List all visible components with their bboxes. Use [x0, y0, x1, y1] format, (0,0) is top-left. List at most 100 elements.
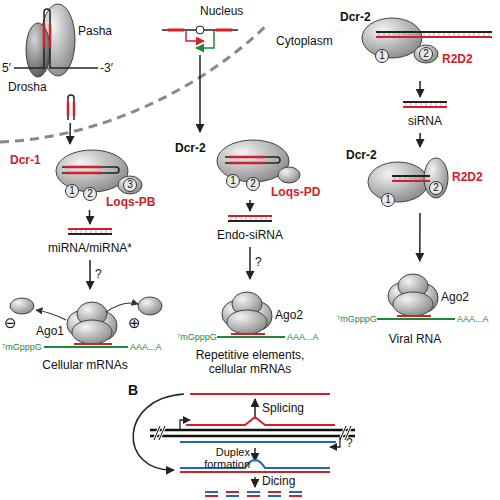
step-label: Dicing	[262, 474, 295, 488]
node-label: siRNA	[385, 114, 465, 128]
protein-domain	[118, 176, 142, 194]
flow-arrow	[199, 55, 201, 132]
dicer2-r2d2-loading-complex: Dcr-212R2D2	[340, 148, 495, 212]
drosha-pasha-complex: PashaDrosha5′-3′	[0, 0, 130, 122]
rna-strand	[217, 336, 285, 338]
rna-strand	[228, 215, 272, 217]
break-mark	[154, 426, 165, 440]
protein-label: Loqs-PD	[271, 185, 320, 199]
sirna-duplex: siRNA	[385, 98, 465, 132]
protein-label: Dcr-2	[175, 141, 206, 155]
domain-number-circle	[66, 185, 79, 198]
rna-strand	[14, 9, 98, 68]
domain-number: 2	[420, 47, 432, 61]
spliced-rna	[190, 393, 330, 395]
flow-arrow	[419, 81, 421, 97]
rna-strand	[392, 180, 430, 182]
protein-label: R2D2	[452, 170, 483, 184]
repeat-segment	[168, 29, 184, 32]
rna-strand	[67, 102, 70, 116]
flow-arrow	[419, 213, 421, 261]
fragment	[268, 491, 281, 493]
antisense-transcript	[180, 441, 336, 443]
protein-domain	[393, 292, 433, 316]
rna-strand	[68, 233, 112, 235]
domain-number: 2	[430, 181, 442, 195]
flow-arrow	[254, 477, 256, 487]
flow-arrow	[89, 210, 91, 224]
rna-strand	[403, 106, 447, 108]
flow-arrow	[69, 123, 71, 144]
domain-number-circle	[420, 48, 433, 61]
protein-label: Loqs-PB	[106, 195, 155, 209]
rna-strand	[49, 24, 52, 48]
rna-strand	[74, 343, 112, 345]
rna-strand	[392, 175, 430, 177]
promoter-arrow	[330, 437, 340, 447]
fragment	[289, 495, 302, 497]
unknown-promoter-mark: ?	[346, 436, 353, 450]
node-label: miRNA/miRNA*	[30, 241, 150, 255]
node-label: Ago2	[275, 308, 303, 322]
flow-arrow	[89, 260, 91, 289]
protein-label: Dcr-2	[340, 10, 371, 24]
domain-number: 2	[247, 177, 259, 191]
protein-domain	[56, 150, 128, 192]
endo-sirna-duplex: Endo-siRNA	[195, 212, 305, 246]
domain-number-circle	[124, 179, 137, 192]
rna-strand	[225, 157, 280, 163]
promoter-arrow	[196, 31, 214, 48]
domain-number: 1	[382, 193, 394, 207]
ago2-complex: Ago2⁷mGpppGAAA...AViral RNA	[335, 262, 495, 374]
protein-domain	[278, 167, 300, 183]
rna-strand	[397, 315, 431, 317]
edge-label: ?	[95, 267, 102, 281]
node-label: Viral RNA	[335, 332, 495, 346]
fragment	[226, 491, 239, 493]
fragment	[247, 495, 260, 497]
rna-strand	[229, 162, 265, 165]
panel-letter: B	[128, 382, 138, 398]
rna-strand	[68, 228, 112, 230]
compartment-label: Cytoplasm	[276, 34, 333, 48]
rna-strand	[44, 346, 128, 348]
domain-number: 1	[227, 174, 239, 188]
repeat-loop	[196, 26, 204, 34]
fragment	[247, 491, 260, 493]
rna-strand	[376, 31, 492, 33]
rna-strand	[231, 333, 265, 335]
rna-strand	[229, 156, 265, 159]
mrna-end-label: AAA...A	[457, 313, 489, 325]
protein-domain	[26, 23, 50, 77]
step-label: Splicing	[262, 401, 304, 415]
domain-number: 3	[124, 178, 136, 192]
primary-transcript	[186, 417, 335, 425]
dna-strand	[150, 435, 355, 438]
fragment	[268, 495, 281, 497]
step-label: Duplex formation	[194, 446, 250, 470]
repeat-segment	[216, 29, 232, 32]
node-label: Cellular mRNAs	[0, 358, 170, 372]
node-label: -3′	[100, 61, 113, 75]
rna-strand	[106, 303, 138, 312]
mrna-end-label: ⁷mGpppG	[337, 313, 377, 325]
flow-arrow	[249, 200, 251, 211]
regulation-symbol: ⊕	[128, 314, 141, 331]
dicer2-loqs-complex: Dcr-2 12Loqs-PD	[175, 135, 325, 199]
ago1-complex: Ago1⊖⊕⁷mGpppGAAA...ACellular mRNAs	[0, 290, 170, 376]
domain-number-circle	[430, 182, 443, 195]
domain-number: 1	[376, 49, 388, 63]
rna-strand	[43, 24, 46, 48]
fragment	[205, 495, 218, 497]
duplex-strand	[180, 471, 330, 473]
node-label: Drosha	[8, 80, 47, 94]
protein-domain	[414, 45, 438, 63]
break-mark	[154, 426, 165, 440]
rna-strand	[66, 172, 102, 175]
domain-number-circle	[382, 194, 395, 207]
domain-number: 2	[84, 187, 96, 201]
domain-number: 1	[66, 184, 78, 198]
mrna-end-label: ⁷mGpppG	[177, 331, 217, 343]
mrna-end-label: ⁷mGpppG	[2, 341, 42, 353]
protein-label: R2D2	[442, 52, 473, 66]
